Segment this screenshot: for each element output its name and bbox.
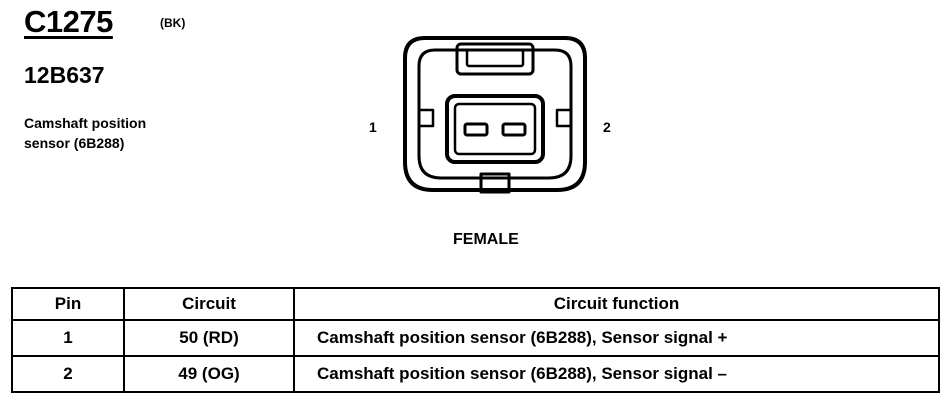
pin-label-1: 1: [369, 119, 377, 135]
description-line-1: Camshaft position: [24, 115, 147, 131]
header-pin: Pin: [11, 287, 125, 321]
terminal-2: [501, 122, 527, 137]
side-key-left: [417, 108, 435, 128]
table-row: 2 49 (OG) Camshaft position sensor (6B28…: [11, 355, 940, 393]
cell-circuit: 49 (OG): [123, 355, 295, 393]
connector-id: C1275: [24, 4, 113, 39]
component-description: Camshaft position sensor (6B288): [24, 113, 224, 153]
pinout-table: Pin Circuit Circuit function 1 50 (RD) C…: [11, 287, 940, 393]
housing-outline: [403, 36, 587, 192]
cell-pin: 2: [11, 355, 125, 393]
color-code: (BK): [160, 16, 186, 30]
connector-gender: FEMALE: [453, 231, 519, 248]
side-key-right: [555, 108, 573, 128]
bottom-tab: [479, 172, 511, 194]
housing-inner-shell: [417, 48, 573, 180]
terminal-1: [463, 122, 489, 137]
cell-function: Camshaft position sensor (6B288), Sensor…: [293, 355, 940, 393]
cell-pin: 1: [11, 319, 125, 357]
part-number: 12B637: [24, 62, 105, 88]
cell-circuit: 50 (RD): [123, 319, 295, 357]
locking-latch-inner: [465, 48, 525, 68]
terminal-cavity: [445, 94, 545, 164]
header-circuit: Circuit: [123, 287, 295, 321]
pin-label-2: 2: [603, 119, 611, 135]
description-line-2: sensor (6B288): [24, 135, 125, 151]
connector-face-drawing: [403, 36, 587, 194]
table-header-row: Pin Circuit Circuit function: [11, 287, 940, 321]
table-row: 1 50 (RD) Camshaft position sensor (6B28…: [11, 319, 940, 357]
header-function: Circuit function: [293, 287, 940, 321]
locking-latch: [455, 42, 535, 76]
cell-function: Camshaft position sensor (6B288), Sensor…: [293, 319, 940, 357]
terminal-cavity-inner: [453, 102, 537, 156]
